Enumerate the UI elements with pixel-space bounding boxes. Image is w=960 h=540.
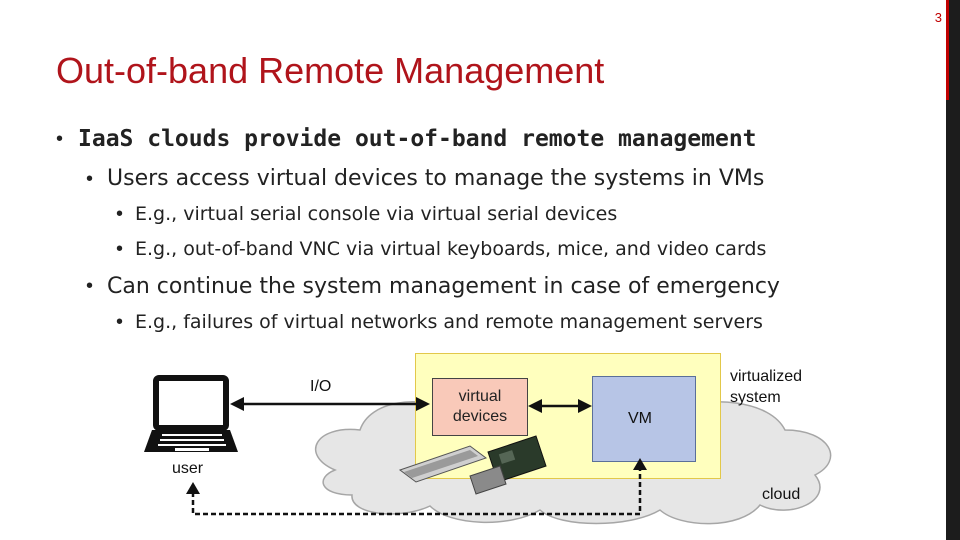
page-number: 3 [934,10,942,25]
device-vm-arrow [528,399,592,413]
slide-title: Out-of-band Remote Management [56,50,605,91]
cloud-label: cloud [762,486,801,503]
bullet-level2: Can continue the system management in ca… [107,274,780,299]
vm-box [592,376,696,462]
virtual-devices-box: virtual devices [432,378,528,436]
bullet-level3: E.g., failures of virtual networks and r… [135,311,763,333]
bullet-marker: • [116,238,124,260]
bullet-marker: • [56,128,64,150]
user-label: user [172,460,204,477]
bullet-marker: • [116,203,124,225]
bullet-marker: • [86,168,94,190]
bullet-level3: E.g., virtual serial console via virtual… [135,203,618,225]
io-label: I/O [310,378,332,395]
diagram-overlay [144,375,647,516]
laptop-icon [144,375,238,452]
right-edge-accent [946,0,949,100]
bullet-marker: • [116,311,124,333]
bullet-level3: E.g., out-of-band VNC via virtual keyboa… [135,238,767,260]
io-arrow [230,397,430,411]
bullet-level1: IaaS clouds provide out-of-band remote m… [78,126,757,152]
hardware-cards-image [398,435,547,495]
bullet-level2: Users access virtual devices to manage t… [107,166,765,191]
right-edge-bar [946,0,960,540]
vm-label: VM [628,410,652,427]
dashed-management-path [186,458,647,516]
bullet-marker: • [86,275,94,297]
virtualized-system-label: virtualized system [730,368,803,406]
